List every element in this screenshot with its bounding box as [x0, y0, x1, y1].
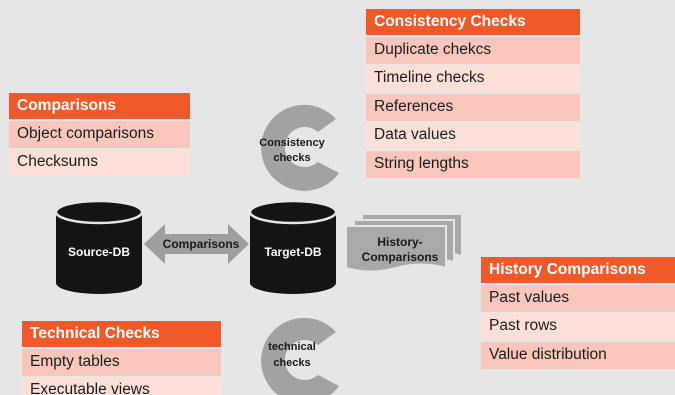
history-item-past-values: Past values [481, 284, 675, 312]
comparisons-panel: Comparisons Object comparisons Checksums [9, 93, 190, 176]
target-db-label: Target-DB [264, 245, 321, 259]
comparisons-item-checksums: Checksums [9, 149, 190, 176]
target-db-cylinder: Target-DB [248, 199, 338, 294]
technical-item-empty-tables: Empty tables [22, 348, 221, 376]
consistency-item-duplicate: Duplicate chekcs [366, 36, 580, 64]
comparisons-double-arrow: Comparisons [144, 224, 249, 264]
consistency-title: Consistency Checks [366, 9, 580, 35]
technical-title: Technical Checks [22, 321, 221, 347]
history-doc-line1: History- [377, 235, 422, 249]
history-panel: History Comparisons Past values Past row… [481, 257, 675, 369]
history-item-value-distribution: Value distribution [481, 341, 675, 369]
history-documents-icon: History- Comparisons [345, 213, 463, 273]
history-item-past-rows: Past rows [481, 313, 675, 340]
consistency-item-string-lengths: String lengths [366, 150, 580, 178]
consistency-item-data-values: Data values [366, 122, 580, 149]
consistency-cycle-icon: Consistency checks [259, 104, 339, 191]
comparisons-arrow-label: Comparisons [163, 237, 240, 251]
technical-c-line2: checks [273, 357, 310, 369]
history-doc-line2: Comparisons [362, 250, 439, 264]
consistency-panel: Consistency Checks Duplicate chekcs Time… [366, 9, 580, 178]
technical-item-executable-views: Executable views [22, 377, 221, 395]
source-db-cylinder: Source-DB [54, 199, 144, 294]
source-db-label: Source-DB [68, 245, 130, 259]
comparisons-title: Comparisons [9, 93, 190, 119]
consistency-item-references: References [366, 93, 580, 121]
technical-cycle-icon: technical checks [261, 317, 339, 395]
technical-c-line1: technical [268, 341, 316, 353]
consistency-c-line1: Consistency [259, 137, 325, 149]
comparisons-item-object: Object comparisons [9, 120, 190, 148]
technical-panel: Technical Checks Empty tables Executable… [22, 321, 221, 395]
history-title: History Comparisons [481, 257, 675, 283]
consistency-item-timeline: Timeline checks [366, 65, 580, 92]
consistency-c-line2: checks [273, 152, 310, 164]
